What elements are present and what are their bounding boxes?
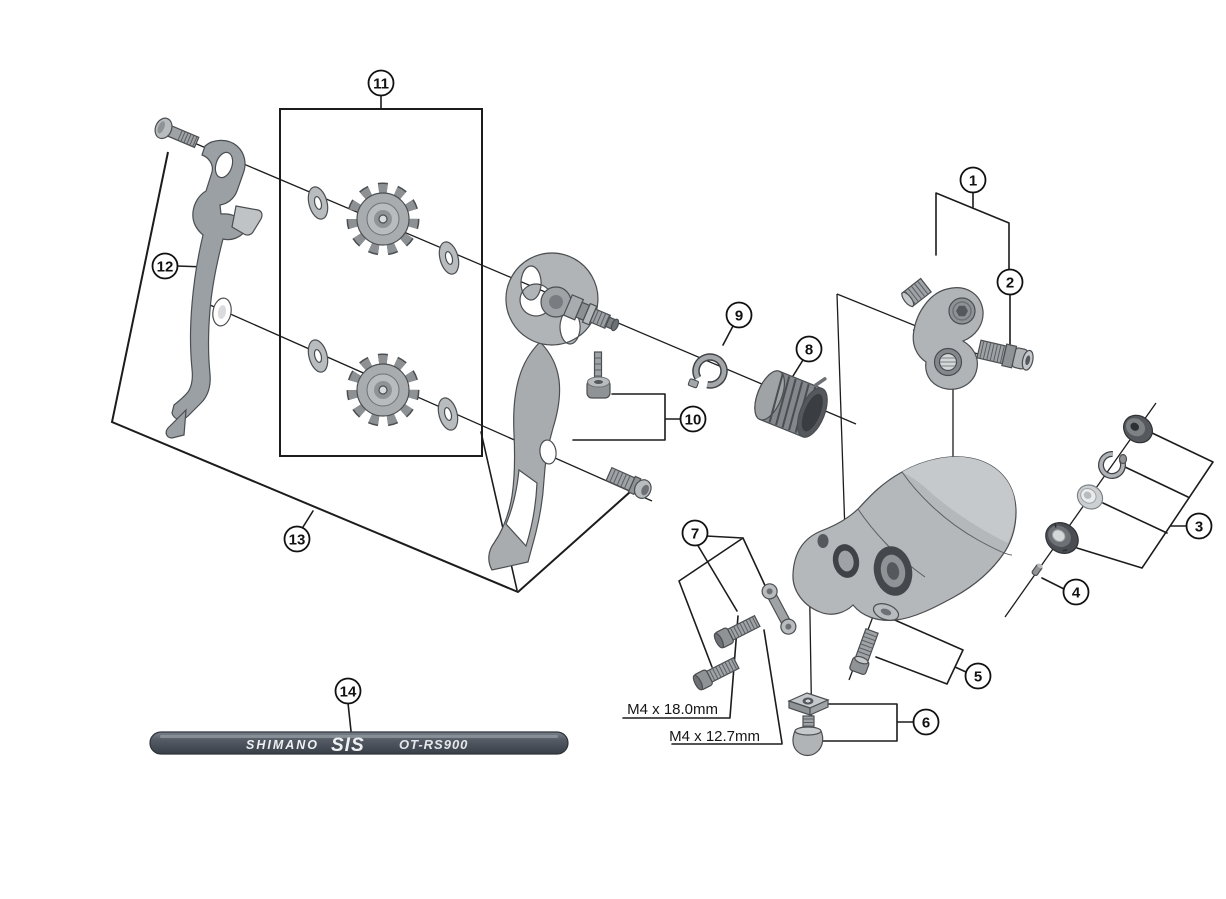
pulley-upper [346, 182, 420, 256]
callout-14-number: 14 [340, 684, 357, 701]
bracket-callout-6 [817, 703, 914, 742]
callout-11: 11 [367, 69, 395, 97]
callout-4: 4 [1062, 578, 1090, 606]
outer-plate-hole [539, 439, 557, 465]
cable-fixing-nut [787, 692, 830, 716]
callout-10-number: 10 [685, 412, 702, 429]
leader-callout-8 [792, 359, 804, 377]
pulley-cage-bolt [605, 466, 652, 499]
callout-5: 5 [964, 662, 992, 690]
cap-nut [1123, 414, 1153, 444]
callout-2-number: 2 [1006, 275, 1014, 292]
bolt-5 [849, 628, 879, 676]
leader-callout-13 [302, 510, 314, 528]
cage-stopper-bolt [586, 351, 611, 399]
callout-10: 10 [679, 405, 707, 433]
cage-pivot-axle-stack [562, 294, 620, 332]
dim-label-18mm: M4 x 18.0mm [627, 701, 718, 718]
callout-3: 3 [1185, 512, 1213, 540]
bracket-callout-10 [572, 393, 682, 441]
callout-13-number: 13 [289, 532, 306, 549]
callout-7: 7 [681, 519, 709, 547]
cable-casing: SHIMANO SIS OT-RS900 [149, 731, 569, 756]
callout-6-number: 6 [922, 715, 930, 732]
leader-callout-14 [347, 702, 352, 732]
outer-cage-plate [488, 252, 599, 571]
hex-socket [956, 305, 968, 317]
mount-line-left [836, 293, 846, 534]
pulley-lower [346, 353, 420, 427]
callout-14: 14 [334, 677, 362, 705]
callout-12: 12 [151, 252, 179, 280]
cable-fixing-bolt [792, 715, 824, 757]
set-pin [1031, 563, 1043, 577]
leader-callout-4 [1041, 577, 1065, 590]
callout-8: 8 [795, 335, 823, 363]
tension-spring [754, 370, 828, 438]
cable-brand-text: SHIMANO [246, 738, 319, 752]
leader-callout-9 [722, 325, 734, 346]
cage-plate-ring [505, 252, 599, 346]
callout-2: 2 [996, 268, 1024, 296]
callout-11-number: 11 [373, 76, 389, 93]
plate-tab [231, 205, 263, 236]
callout-12-number: 12 [157, 259, 174, 276]
callout-9: 9 [725, 301, 753, 329]
b-axle-unit [900, 277, 984, 390]
callout-1-number: 1 [969, 173, 977, 190]
callout-5-number: 5 [974, 669, 982, 686]
bracket-callout-5 [875, 616, 967, 685]
washer-lower-right [437, 397, 459, 431]
group-brackets [110, 95, 1214, 745]
callout-1: 1 [959, 166, 987, 194]
link-plate [761, 583, 797, 635]
callout-9-number: 9 [735, 308, 743, 325]
callout-6: 6 [912, 708, 940, 736]
group-outline-13 [110, 151, 631, 594]
stop-ring [1098, 451, 1128, 479]
body-cover [902, 456, 1016, 543]
adjust-screw [976, 339, 1034, 371]
callout-3-number: 3 [1195, 519, 1203, 536]
plate-hole-upper [214, 151, 234, 179]
leader-dim-12mm [671, 629, 783, 745]
bracket-callout-3 [1076, 431, 1214, 569]
callout-7-number: 7 [691, 526, 699, 543]
dim-label-12mm: M4 x 12.7mm [669, 728, 760, 745]
callout-8-number: 8 [805, 342, 813, 359]
cable-model-text: OT-RS900 [399, 737, 468, 752]
ring-nut [1045, 522, 1079, 554]
callout-13: 13 [283, 525, 311, 553]
washer-lower-left [307, 339, 329, 373]
callout-4-number: 4 [1072, 585, 1081, 602]
washer-upper-left [307, 186, 329, 220]
snap-ring [687, 353, 728, 389]
bushing [1076, 484, 1104, 510]
washer-upper-right [438, 241, 460, 275]
bracket-callout-1-2 [935, 191, 1011, 345]
inner-cage-plate [165, 139, 263, 439]
bracket-callout-7 [678, 535, 769, 668]
link-bolt-lower [692, 656, 740, 691]
cable-system-text: SIS [331, 735, 365, 756]
derailleur-body [792, 456, 1017, 621]
axis-line-lower-pulley [209, 304, 653, 502]
plate-foot [165, 408, 187, 439]
link-bolt-upper [713, 614, 761, 649]
cage-pivot-bolt [154, 117, 200, 149]
washer-5 [872, 603, 900, 621]
